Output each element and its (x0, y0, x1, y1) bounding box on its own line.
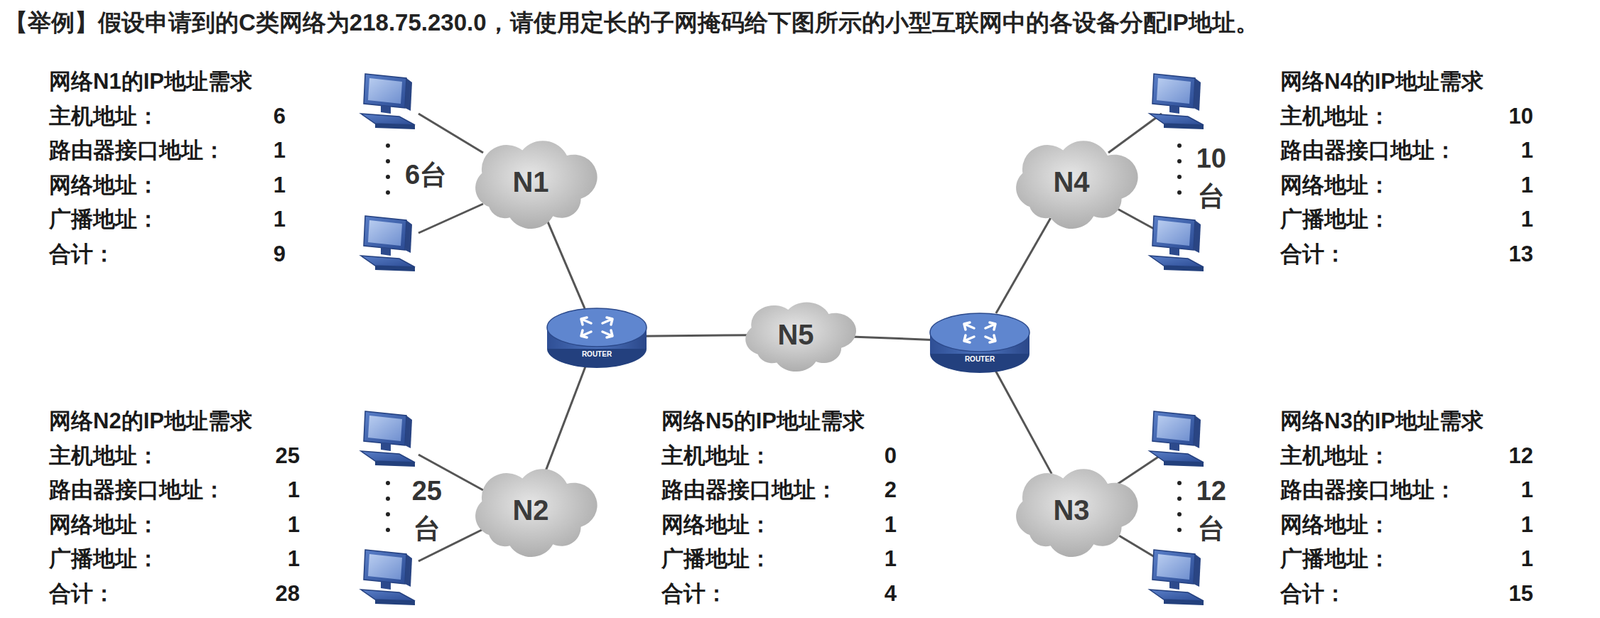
table-value: 28 (275, 581, 300, 607)
table-value: 1 (273, 172, 286, 199)
table-key: 广播地址： (49, 546, 160, 572)
link-line (995, 370, 1052, 474)
table-value: 1 (1521, 137, 1534, 164)
table-value: 1 (287, 546, 300, 572)
link-line (546, 218, 585, 309)
router-label: ROUTER (964, 355, 995, 364)
table-value: 9 (273, 241, 286, 268)
table-key: 路由器接口地址： (49, 477, 226, 504)
table-value: 2 (884, 477, 897, 504)
table-value: 1 (273, 137, 286, 164)
network-cloud: N4 (1001, 131, 1142, 233)
table-heading: 网络N2的IP地址需求 (49, 408, 253, 435)
table-value: 1 (1521, 206, 1534, 233)
table-key: 主机地址： (49, 443, 160, 469)
table-heading: 网络N4的IP地址需求 (1280, 68, 1484, 95)
table-key: 广播地址： (661, 546, 772, 572)
table-key: 合计： (49, 581, 116, 607)
table-value: 1 (1521, 512, 1534, 538)
table-value: 10 (1509, 103, 1534, 130)
table-key: 主机地址： (1280, 103, 1391, 130)
host-count: 10 台 (1195, 139, 1228, 216)
network-cloud: N2 (461, 459, 601, 561)
router-label: ROUTER (581, 350, 612, 359)
table-value: 6 (273, 103, 286, 130)
table-key: 广播地址： (49, 206, 160, 233)
network-cloud: N5 (732, 294, 859, 375)
table-key: 合计： (1280, 581, 1347, 607)
table-key: 路由器接口地址： (1280, 477, 1457, 504)
table-key: 路由器接口地址： (661, 477, 838, 504)
table-value: 1 (884, 546, 897, 572)
table-key: 合计： (1280, 241, 1347, 268)
network-cloud: N1 (461, 131, 601, 233)
table-value: 1 (287, 477, 300, 504)
table-heading: 网络N3的IP地址需求 (1280, 408, 1484, 435)
table-key: 网络地址： (49, 172, 160, 199)
table-value: 1 (884, 512, 897, 538)
router-icon: ROUTER (928, 308, 1031, 376)
table-key: 主机地址： (1280, 443, 1391, 469)
host-count: 6台 (404, 156, 447, 194)
table-heading: 网络N5的IP地址需求 (661, 408, 865, 435)
table-value: 0 (884, 443, 897, 469)
table-key: 主机地址： (49, 103, 160, 130)
host-count: 25 台 (410, 472, 444, 548)
host-computers (360, 73, 1204, 606)
network-name: N5 (777, 319, 814, 351)
table-value: 15 (1509, 581, 1534, 607)
router-shape (928, 308, 1031, 376)
table-key: 合计： (49, 241, 116, 268)
link-line (544, 365, 586, 474)
host-count: 12 台 (1195, 472, 1228, 548)
host-links (418, 113, 1162, 562)
network-name: N3 (1052, 494, 1090, 527)
table-key: 路由器接口地址： (49, 137, 226, 164)
link-line (841, 336, 937, 340)
network-cloud: N3 (1001, 459, 1142, 561)
table-value: 1 (287, 512, 300, 538)
network-name: N4 (1052, 166, 1090, 199)
table-key: 网络地址： (49, 512, 160, 538)
table-value: 4 (884, 581, 897, 607)
table-value: 12 (1509, 443, 1534, 469)
table-key: 主机地址： (661, 443, 772, 469)
table-key: 网络地址： (661, 512, 772, 538)
network-name: N1 (512, 166, 549, 199)
table-value: 1 (273, 206, 286, 233)
network-name: N2 (512, 494, 549, 527)
title: 【举例】假设申请到的C类网络为218.75.230.0，请使用定长的子网掩码给下… (4, 7, 1259, 40)
router-icon: ROUTER (545, 303, 648, 371)
link-line (996, 218, 1051, 314)
table-value: 13 (1509, 241, 1534, 268)
table-key: 路由器接口地址： (1280, 137, 1457, 164)
table-heading: 网络N1的IP地址需求 (49, 68, 253, 95)
table-key: 广播地址： (1280, 546, 1391, 572)
table-key: 网络地址： (1280, 512, 1391, 538)
table-value: 25 (275, 443, 300, 469)
link-line (640, 335, 751, 337)
table-value: 1 (1521, 546, 1534, 572)
router-shape (545, 303, 648, 371)
table-key: 广播地址： (1280, 206, 1391, 233)
table-key: 合计： (661, 581, 728, 607)
table-value: 1 (1521, 477, 1534, 504)
table-value: 1 (1521, 172, 1534, 199)
table-key: 网络地址： (1280, 172, 1391, 199)
